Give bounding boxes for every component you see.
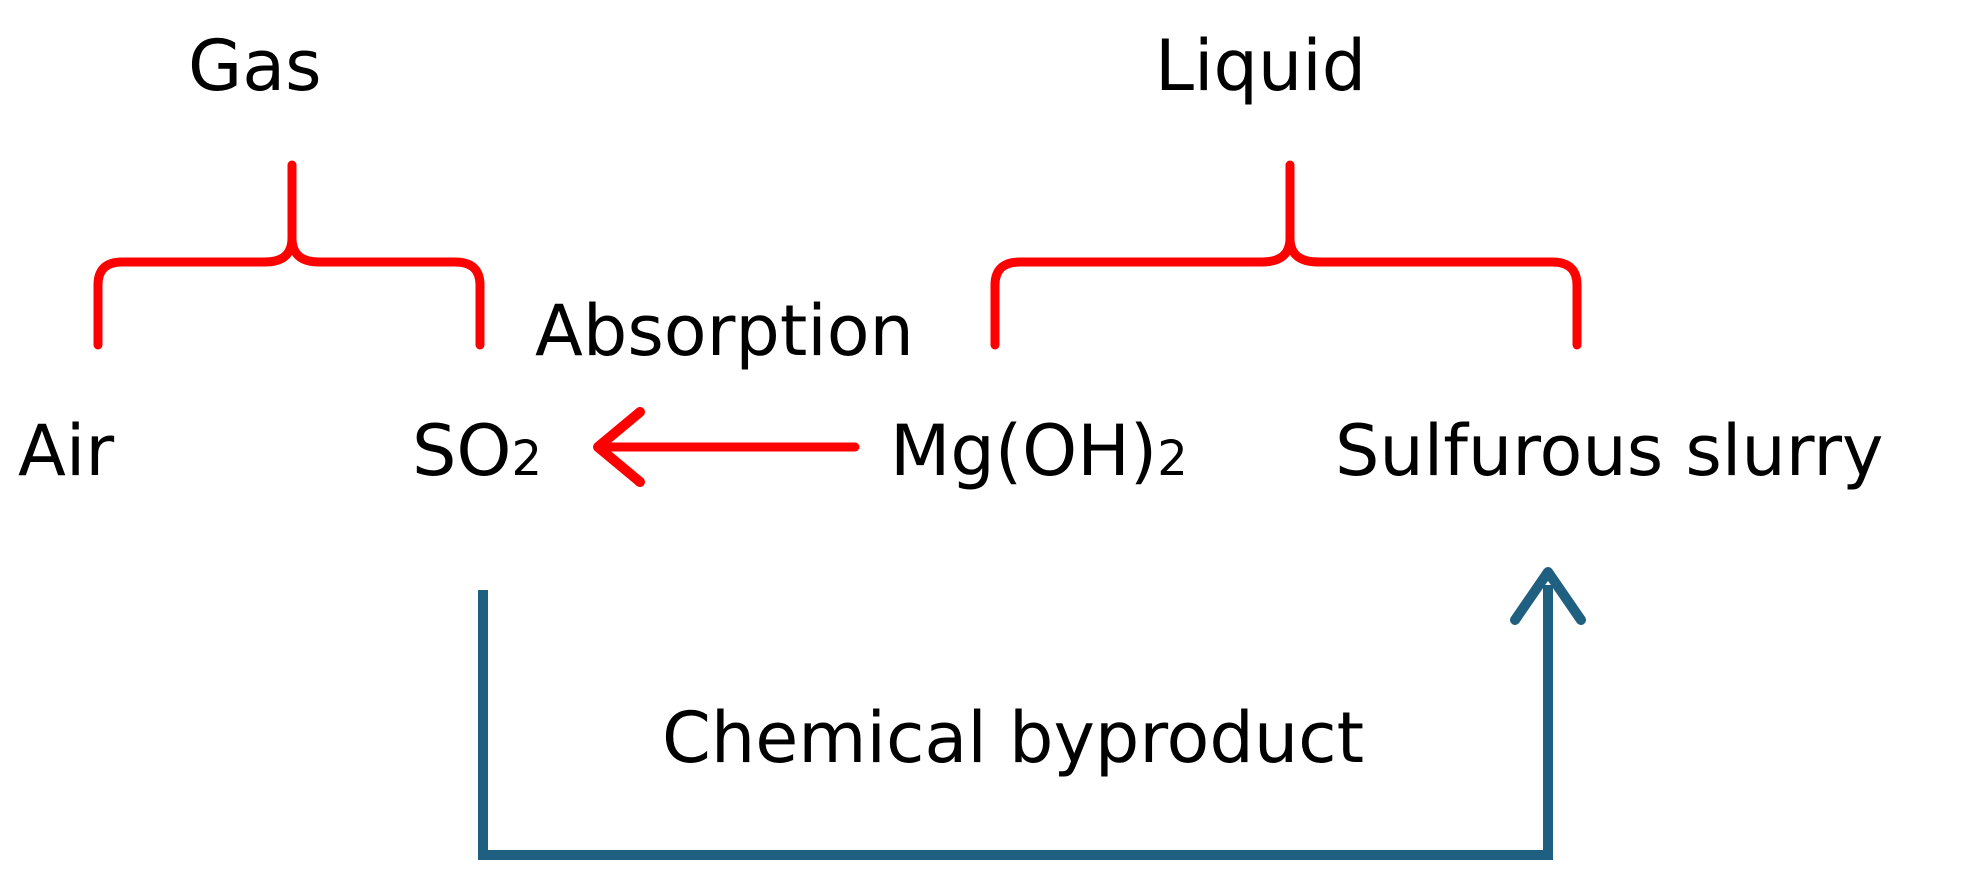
absorption-label: Absorption xyxy=(535,290,914,372)
byproduct-arrow-line xyxy=(478,585,1553,860)
air-label: Air xyxy=(18,410,114,492)
liquid-label: Liquid xyxy=(1155,25,1366,107)
mgoh2-subscript: 2 xyxy=(1157,431,1188,487)
byproduct-arrow-head xyxy=(1510,567,1586,625)
so2-subscript: 2 xyxy=(512,431,543,487)
mgoh2-main: Mg(OH) xyxy=(890,410,1157,492)
slurry-label: Sulfurous slurry xyxy=(1335,410,1883,492)
so2-main: SO xyxy=(412,410,512,492)
gas-label: Gas xyxy=(188,25,322,107)
so2-label: SO2 xyxy=(412,410,542,492)
gas-bracket xyxy=(93,160,485,350)
liquid-bracket xyxy=(990,160,1582,350)
mgoh2-label: Mg(OH)2 xyxy=(890,410,1188,492)
byproduct-label: Chemical byproduct xyxy=(662,697,1364,779)
absorption-arrow-head xyxy=(593,407,645,487)
